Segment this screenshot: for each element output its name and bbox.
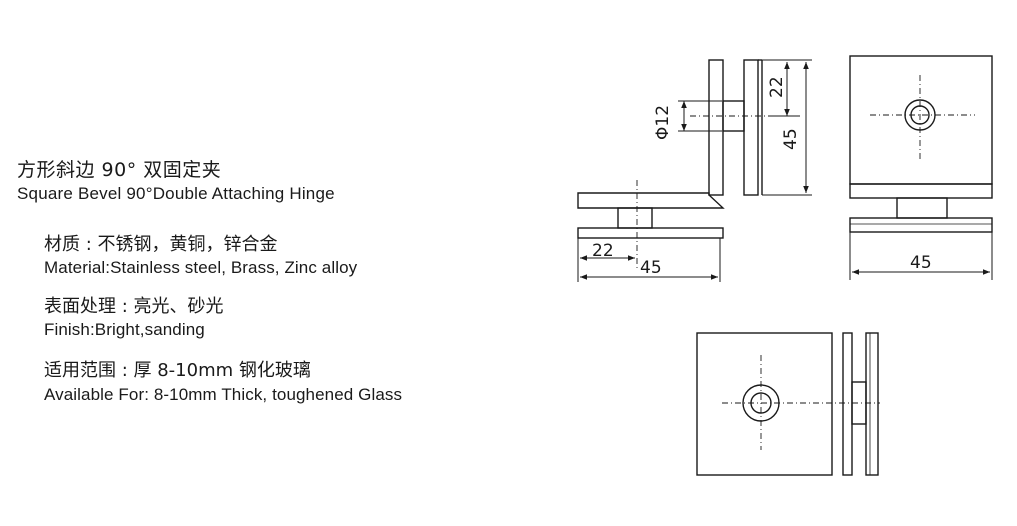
finish-en: Finish:Bright,sanding: [44, 320, 205, 339]
dim-side-offset-label: 22: [767, 76, 787, 98]
material-en: Material:Stainless steel, Brass, Zinc al…: [44, 258, 358, 277]
side-vertical-plate-outer: [708, 59, 724, 196]
profile-plate-right: [865, 332, 879, 476]
front-view: [849, 55, 993, 233]
side-horizontal-connector: [617, 207, 653, 229]
front-plate: [849, 55, 993, 185]
dim-hole-diameter-label: Φ12: [653, 105, 673, 140]
plate-view: [696, 332, 880, 476]
side-horizontal-plate-top: [577, 192, 725, 209]
dim-side-offset: [762, 59, 812, 117]
product-title-en: Square Bevel 90°Double Attaching Hinge: [17, 184, 335, 203]
dim-bottom-offset: [577, 238, 635, 282]
side-view: [577, 59, 768, 268]
finish-cn: 表面处理 : 亮光、砂光: [44, 296, 224, 317]
dim-bottom-width-label: 45: [640, 258, 662, 278]
front-plate-bevel: [849, 183, 993, 199]
material-cn: 材质 : 不锈钢，黄铜，锌合金: [44, 234, 278, 255]
dim-bottom-offset-label: 22: [592, 241, 614, 261]
dim-bottom-width: [580, 238, 721, 282]
application-en: Available For: 8-10mm Thick, toughened G…: [44, 385, 403, 404]
side-vertical-plate-inner: [743, 59, 759, 196]
profile-view: [842, 332, 879, 476]
dim-side-height: [762, 62, 812, 196]
dim-side-height-label: 45: [781, 128, 801, 150]
dim-front-width-label: 45: [910, 253, 932, 273]
front-connector: [896, 197, 948, 219]
side-horizontal-plate-bottom: [577, 227, 724, 239]
product-title-cn: 方形斜边 90° 双固定夹: [17, 159, 222, 181]
application-cn: 适用范围 : 厚 8-10mm 钢化玻璃: [44, 360, 311, 381]
dim-hole-diameter: [678, 100, 722, 132]
plate-square: [696, 332, 833, 476]
front-bottom-plate: [849, 217, 993, 233]
profile-connector: [851, 381, 867, 425]
profile-plate-left: [842, 332, 853, 476]
dim-front-width: [849, 232, 993, 280]
